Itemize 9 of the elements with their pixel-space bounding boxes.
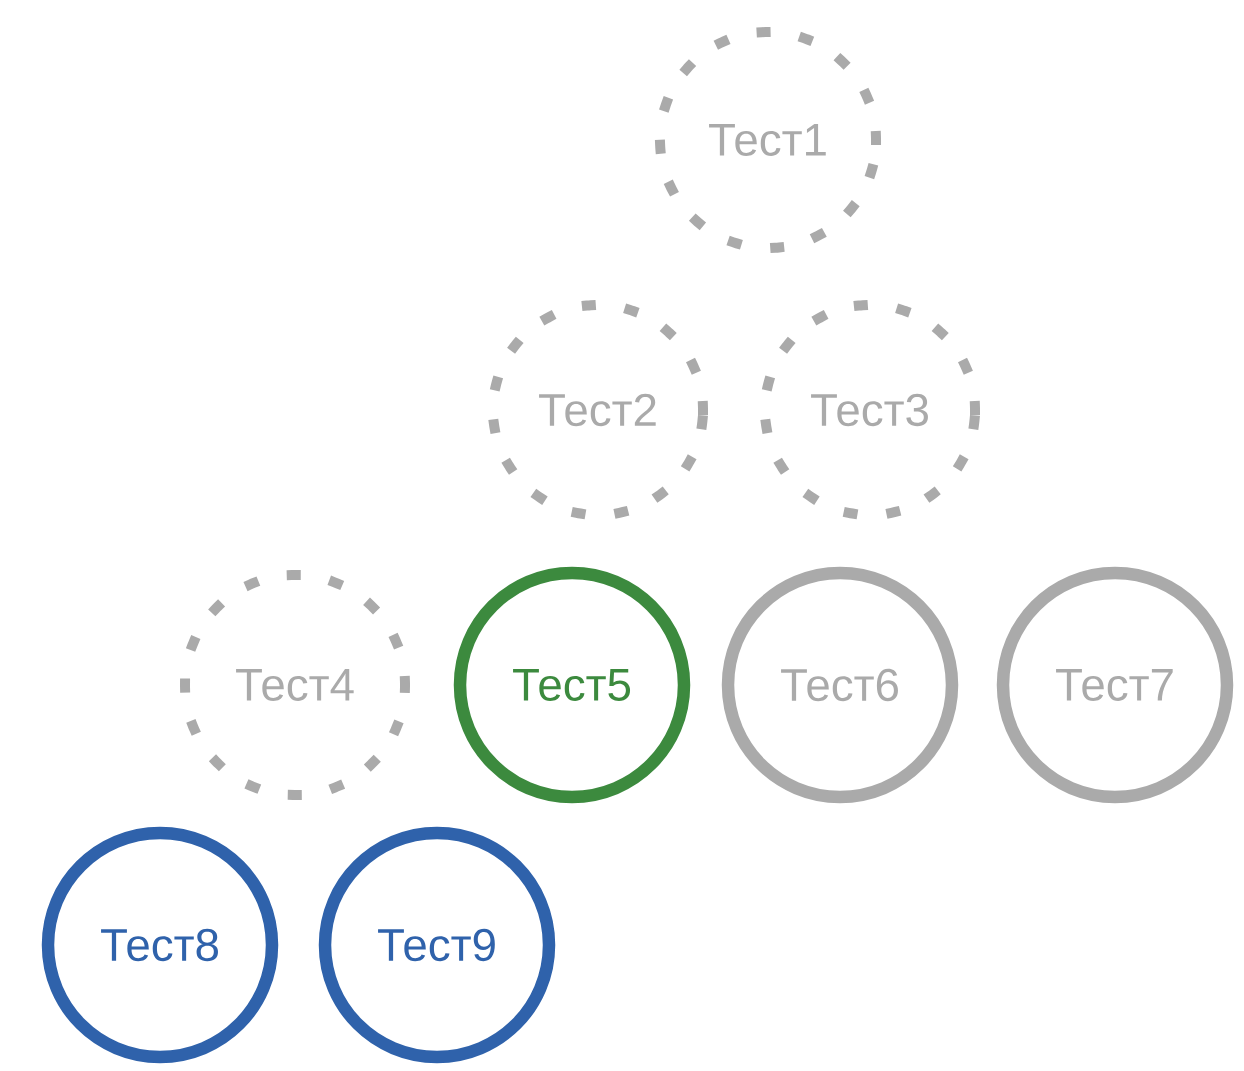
- circle-node: Тест8: [41, 826, 279, 1064]
- circle-node: Тест3: [760, 300, 980, 520]
- circle-node: Тест6: [721, 566, 959, 804]
- circle-node: Тест9: [318, 826, 556, 1064]
- circle-node: Тест1: [655, 27, 881, 253]
- circle-node: Тест7: [996, 566, 1234, 804]
- circle-node: Тест4: [180, 570, 410, 800]
- circle-node: Тест2: [488, 300, 708, 520]
- circle-node: Тест5: [453, 566, 691, 804]
